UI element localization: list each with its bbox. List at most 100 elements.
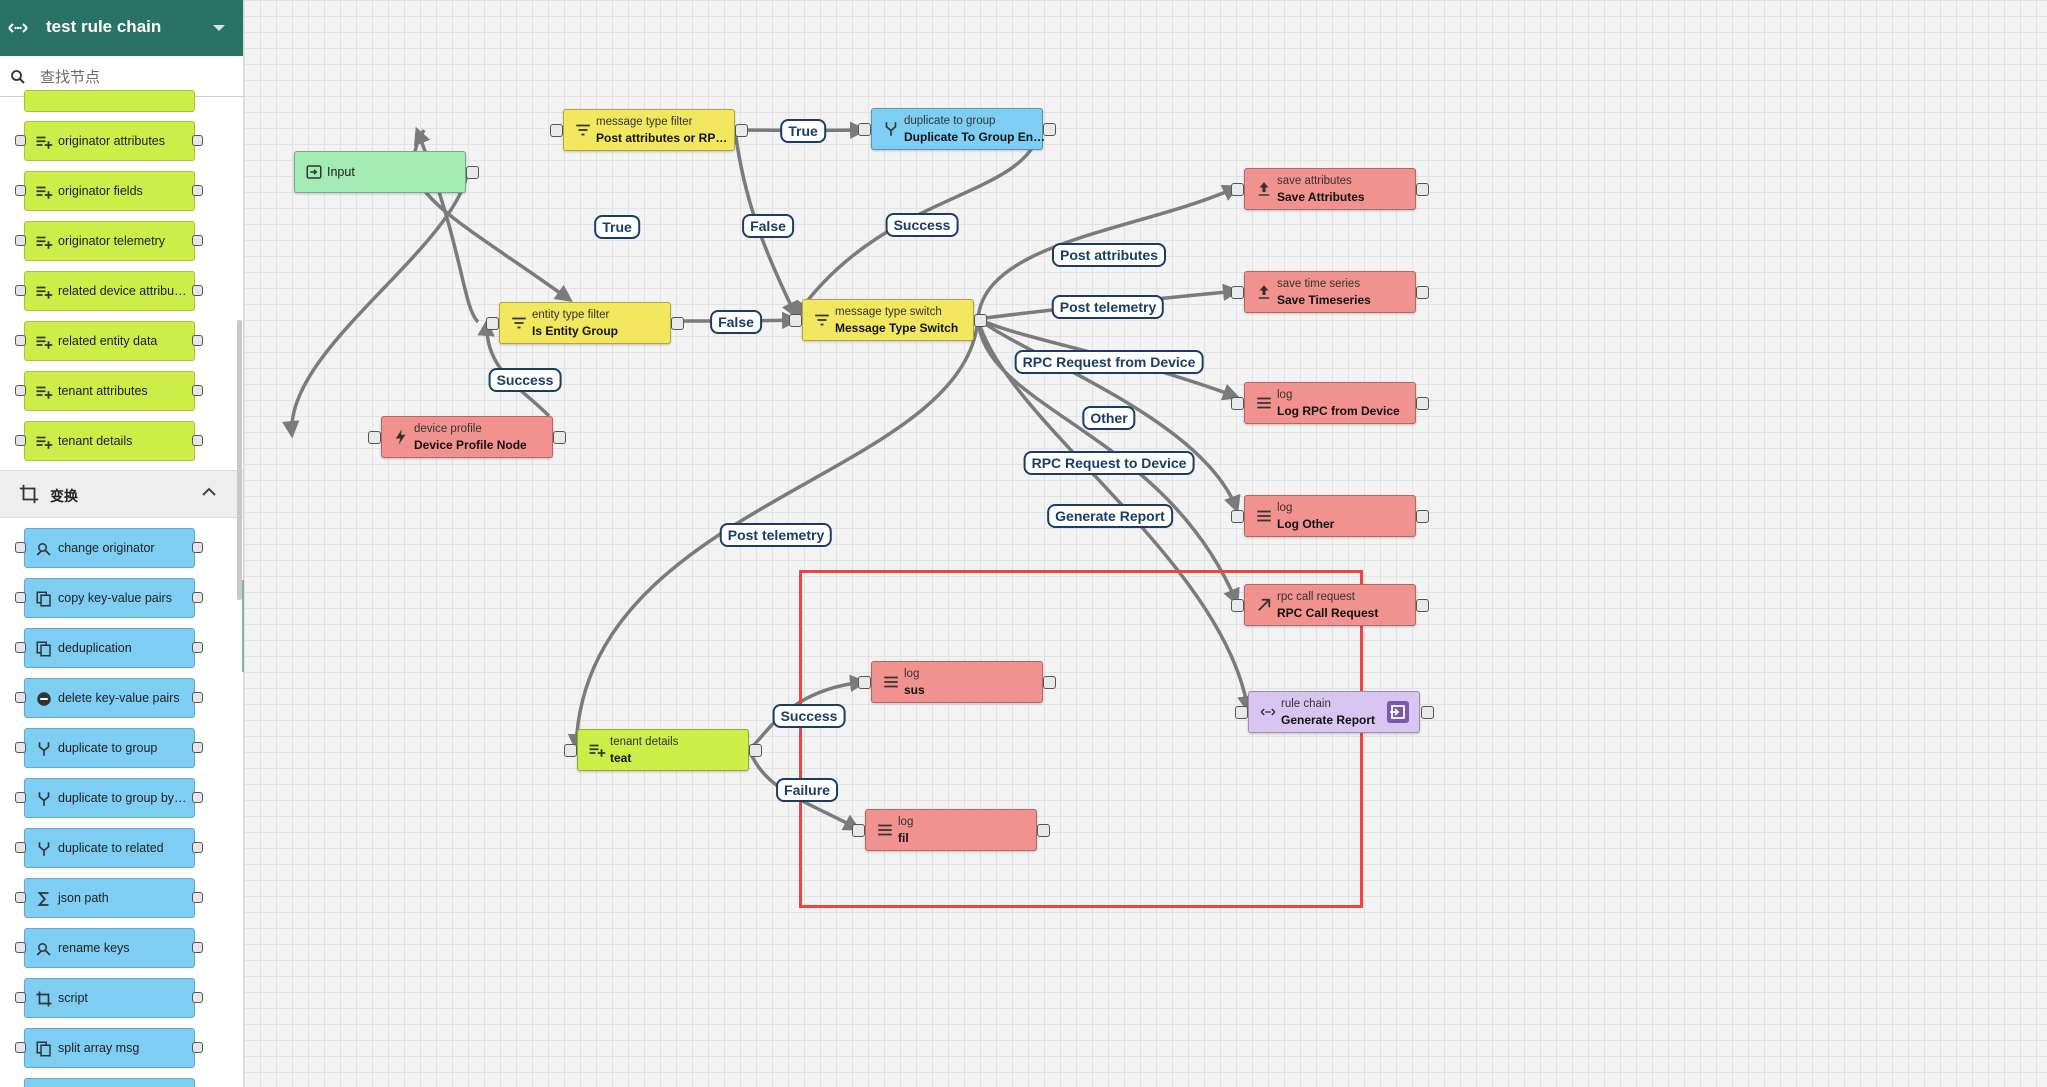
sidebar-node-item[interactable]: script bbox=[24, 978, 195, 1018]
node-save-timeseries[interactable]: save time series Save Timeseries bbox=[1244, 271, 1416, 313]
output-port[interactable] bbox=[192, 1042, 203, 1053]
node-input[interactable]: Input bbox=[294, 151, 466, 193]
node-tenant-details[interactable]: tenant details teat bbox=[577, 729, 749, 771]
edge-label-post-telemetry[interactable]: Post telemetry bbox=[1051, 295, 1165, 319]
sidebar-node-item[interactable]: copy key-value pairs bbox=[24, 578, 195, 618]
output-port[interactable] bbox=[192, 542, 203, 553]
output-port[interactable] bbox=[192, 992, 203, 1003]
edge-label-true[interactable]: True bbox=[594, 215, 640, 239]
input-port[interactable] bbox=[1231, 599, 1244, 612]
input-port[interactable] bbox=[858, 676, 871, 689]
input-port[interactable] bbox=[550, 124, 563, 137]
sidebar-node-item[interactable]: originator fields bbox=[24, 171, 195, 211]
sidebar-node-item[interactable]: delete key-value pairs bbox=[24, 678, 195, 718]
input-port[interactable] bbox=[15, 542, 26, 553]
sidebar-node-item[interactable]: duplicate to related bbox=[24, 828, 195, 868]
output-port[interactable] bbox=[1416, 397, 1429, 410]
sidebar-scrollbar[interactable] bbox=[237, 320, 242, 600]
output-port[interactable] bbox=[192, 435, 203, 446]
output-port[interactable] bbox=[1043, 676, 1056, 689]
output-port[interactable] bbox=[192, 592, 203, 603]
output-port[interactable] bbox=[1043, 123, 1056, 136]
chevron-down-icon[interactable] bbox=[213, 25, 225, 31]
input-port[interactable] bbox=[15, 742, 26, 753]
node-message-type-filter[interactable]: message type filter Post attributes or R… bbox=[563, 109, 735, 151]
input-port[interactable] bbox=[15, 385, 26, 396]
sidebar-node-item[interactable]: tenant details bbox=[24, 421, 195, 461]
output-port[interactable] bbox=[192, 185, 203, 196]
edge-label-other[interactable]: Other bbox=[1082, 406, 1136, 430]
input-port[interactable] bbox=[15, 185, 26, 196]
sidebar-node-item[interactable]: change originator bbox=[24, 528, 195, 568]
edge-label-post-telemetry[interactable]: Post telemetry bbox=[719, 523, 833, 547]
connection-edge[interactable] bbox=[976, 317, 1241, 514]
output-port[interactable] bbox=[192, 842, 203, 853]
edge-label-success[interactable]: Success bbox=[885, 213, 959, 237]
input-port[interactable] bbox=[15, 892, 26, 903]
sidebar-node-item[interactable]: json path bbox=[24, 878, 195, 918]
input-port[interactable] bbox=[15, 692, 26, 703]
output-port[interactable] bbox=[671, 317, 684, 330]
input-port[interactable] bbox=[15, 435, 26, 446]
edge-label-post-attributes[interactable]: Post attributes bbox=[1051, 243, 1167, 267]
output-port[interactable] bbox=[1416, 599, 1429, 612]
input-port[interactable] bbox=[15, 335, 26, 346]
output-port[interactable] bbox=[192, 335, 203, 346]
input-port[interactable] bbox=[15, 285, 26, 296]
input-port[interactable] bbox=[15, 235, 26, 246]
node-rule-chain[interactable]: rule chain Generate Report bbox=[1248, 691, 1420, 733]
node-message-type-switch[interactable]: message type switch Message Type Switch bbox=[802, 299, 974, 341]
sidebar-node-item[interactable] bbox=[24, 1078, 195, 1087]
sidebar-node-item[interactable]: originator attributes bbox=[24, 121, 195, 161]
output-port[interactable] bbox=[192, 385, 203, 396]
connection-edge[interactable] bbox=[976, 184, 1241, 320]
node-log-sus[interactable]: log sus bbox=[871, 661, 1043, 703]
node-entity-type-filter[interactable]: entity type filter Is Entity Group bbox=[499, 302, 671, 344]
output-port[interactable] bbox=[1421, 706, 1434, 719]
node-log-rpc-from-device[interactable]: log Log RPC from Device bbox=[1244, 382, 1416, 424]
sidebar-node-item[interactable]: split array msg bbox=[24, 1028, 195, 1068]
connection-edge[interactable] bbox=[976, 318, 1240, 607]
sidebar-node-item[interactable]: related device attribu… bbox=[24, 271, 195, 311]
node-save-attributes[interactable]: save attributes Save Attributes bbox=[1244, 168, 1416, 210]
connection-edge[interactable] bbox=[282, 170, 470, 439]
output-port[interactable] bbox=[192, 135, 203, 146]
input-port[interactable] bbox=[15, 592, 26, 603]
open-rule-chain-icon[interactable] bbox=[1387, 701, 1409, 723]
input-port[interactable] bbox=[1231, 286, 1244, 299]
output-port[interactable] bbox=[192, 285, 203, 296]
sidebar-node-item[interactable]: rename keys bbox=[24, 928, 195, 968]
output-port[interactable] bbox=[192, 742, 203, 753]
section-header-transformation[interactable]: 变换 bbox=[0, 470, 243, 518]
input-port[interactable] bbox=[1231, 183, 1244, 196]
edge-label-success[interactable]: Success bbox=[488, 368, 562, 392]
edge-label-generate-report[interactable]: Generate Report bbox=[1047, 504, 1173, 528]
input-port[interactable] bbox=[789, 314, 802, 327]
sidebar-node-item[interactable]: originator telemetry bbox=[24, 221, 195, 261]
node-log-fil[interactable]: log fil bbox=[865, 809, 1037, 851]
sidebar-node-item[interactable]: related entity data bbox=[24, 321, 195, 361]
chevron-up-icon[interactable] bbox=[202, 487, 216, 497]
connection-edge[interactable] bbox=[567, 318, 980, 752]
connection-edge[interactable] bbox=[976, 318, 1255, 714]
input-port[interactable] bbox=[852, 824, 865, 837]
node-duplicate-to-group[interactable]: duplicate to group Duplicate To Group En… bbox=[871, 108, 1045, 150]
node-log-other[interactable]: log Log Other bbox=[1244, 495, 1416, 537]
input-port[interactable] bbox=[564, 744, 577, 757]
input-port[interactable] bbox=[368, 431, 381, 444]
output-port[interactable] bbox=[735, 124, 748, 137]
input-port[interactable] bbox=[15, 642, 26, 653]
input-port[interactable] bbox=[15, 842, 26, 853]
edge-label-true[interactable]: True bbox=[780, 119, 826, 143]
output-port[interactable] bbox=[192, 235, 203, 246]
edge-label-rpc-request-from-device[interactable]: RPC Request from Device bbox=[1014, 350, 1204, 374]
output-port[interactable] bbox=[192, 692, 203, 703]
output-port[interactable] bbox=[974, 314, 987, 327]
edge-label-rpc-request-to-device[interactable]: RPC Request to Device bbox=[1023, 451, 1195, 475]
sidebar-node-item[interactable]: duplicate to group bbox=[24, 728, 195, 768]
output-port[interactable] bbox=[192, 942, 203, 953]
edge-label-failure[interactable]: Failure bbox=[776, 778, 838, 802]
input-port[interactable] bbox=[15, 992, 26, 1003]
rule-chain-canvas[interactable]: Input message type filter Post attribute… bbox=[244, 0, 2047, 1087]
output-port[interactable] bbox=[192, 642, 203, 653]
